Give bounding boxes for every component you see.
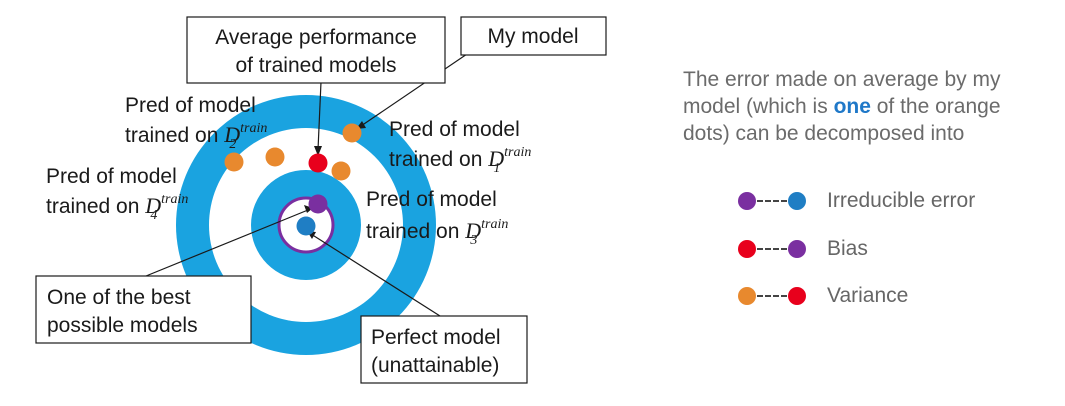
best-model-line2: possible models [47, 314, 198, 337]
legend-irreducible-error: Irreducible error [738, 189, 975, 213]
purple-dot-best [308, 194, 328, 214]
legend-variance: Variance [738, 284, 908, 308]
legend-purple-dot [738, 192, 756, 210]
explanation-after: of the orange dots) can be decomposed in… [683, 95, 1001, 145]
arrow-average-head [314, 146, 322, 156]
average-performance-line2: of trained models [235, 54, 396, 77]
orange-dot-d2 [265, 147, 285, 167]
legend-dash [757, 248, 787, 250]
best-model-box [35, 275, 252, 344]
legend-blue-dot [788, 192, 806, 210]
legend-orange-dot [738, 287, 756, 305]
perfect-model-line1: Perfect model [371, 326, 501, 349]
perfect-model-line2: (unattainable) [371, 354, 499, 377]
legend-bias: Bias [738, 237, 868, 261]
pred-d4-line1: Pred of model [46, 165, 177, 188]
pred-d3-line1: Pred of model [366, 188, 497, 211]
orange-dot-d1 [331, 161, 351, 181]
orange-dot-d4 [224, 152, 244, 172]
legend-red-dot [788, 287, 806, 305]
legend-dash [757, 295, 787, 297]
legend-label-irreducible: Irreducible error [827, 189, 976, 212]
arrow-average [317, 81, 322, 151]
arrow-perfect-model [310, 233, 441, 317]
pred-d1-line1: Pred of model [389, 118, 520, 141]
average-performance-line1: Average performance [215, 26, 417, 49]
legend-label-variance: Variance [827, 284, 909, 307]
legend-label-bias: Bias [827, 237, 868, 260]
legend-dash [757, 200, 787, 202]
explanation-highlight: one [833, 95, 871, 118]
perfect-model-box [360, 315, 528, 384]
explanation-text: The error made on average by my model (w… [683, 66, 1053, 147]
arrow-best-model-head [304, 205, 313, 213]
average-performance-box [186, 16, 446, 84]
best-model-line1: One of the best [47, 286, 191, 309]
my-model-label: My model [487, 25, 578, 48]
explanation-before: The error made on average by my model (w… [683, 68, 1001, 118]
arrow-my-model [360, 51, 471, 127]
red-dot-average [308, 153, 328, 173]
legend-red-dot [738, 240, 756, 258]
legend-purple-dot [788, 240, 806, 258]
arrow-best-model [145, 209, 309, 277]
bias-variance-target-diagram: Average performance of trained models My… [35, 16, 607, 384]
blue-dot-perfect [296, 216, 316, 236]
my-model-box [460, 16, 607, 56]
pred-d2-line1: Pred of model [125, 94, 256, 117]
orange-dot-my-model [342, 123, 362, 143]
